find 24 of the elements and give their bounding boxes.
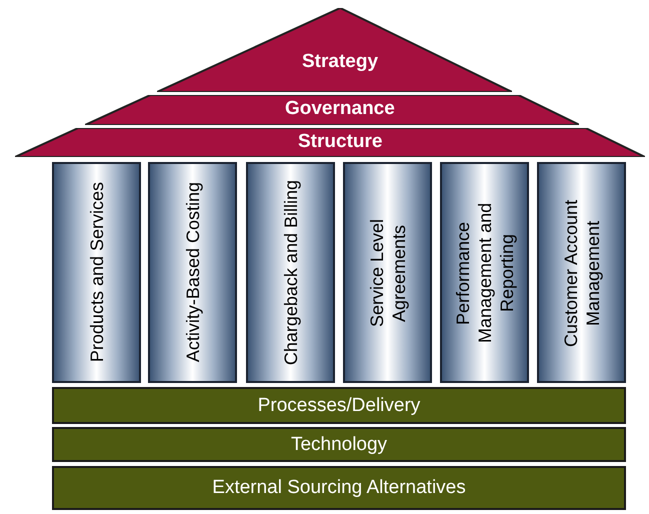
- foundation-label: Technology: [290, 434, 388, 456]
- pillar-label: Performance Management and Reporting: [452, 201, 518, 345]
- foundation-label: External Sourcing Alternatives: [212, 477, 466, 499]
- pillar: [52, 162, 141, 383]
- roof-band: [84, 95, 580, 125]
- roof-band: [15, 128, 645, 157]
- roof-label: Strategy: [302, 51, 378, 73]
- pillar-label: Products and Services: [86, 182, 108, 363]
- roof-label: Governance: [284, 98, 395, 120]
- pillar: [440, 162, 529, 383]
- pillar-label: Customer Account Management: [560, 198, 604, 348]
- pillar: [537, 162, 626, 383]
- pillar: [148, 162, 237, 383]
- foundation-band: [52, 466, 626, 510]
- foundation-band: [52, 387, 626, 424]
- pillar-label: Chargeback and Billing: [280, 180, 302, 366]
- roof-triangle: [156, 8, 512, 92]
- pillar: [343, 162, 432, 383]
- foundation-band: [52, 427, 626, 462]
- foundation-label: Processes/Delivery: [258, 394, 420, 416]
- pillar: [246, 162, 335, 383]
- pillar-label: Activity-Based Costing: [182, 182, 204, 363]
- roof-label: Structure: [298, 131, 382, 153]
- pillar-label: Service Level Agreements: [366, 217, 410, 329]
